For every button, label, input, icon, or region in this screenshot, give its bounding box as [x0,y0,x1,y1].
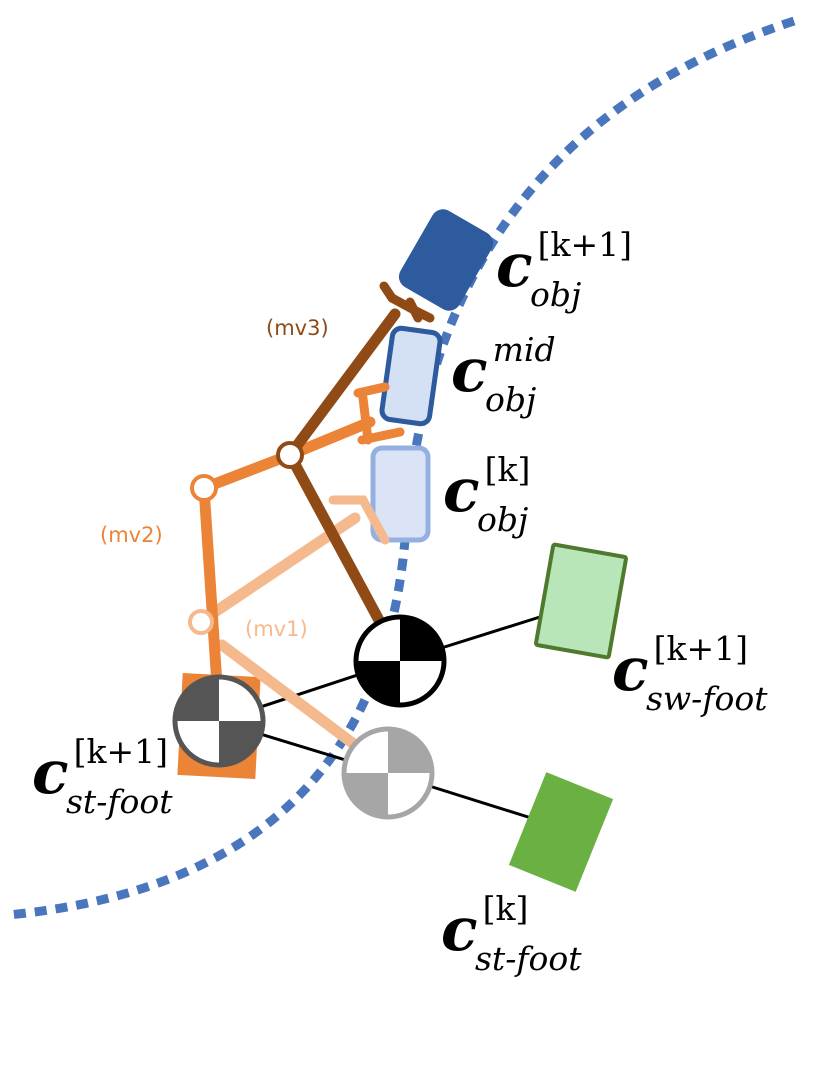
arm-mv3 [284,281,435,628]
com-marker-st-foot-next [172,674,266,768]
joint-mv3-elbow [276,441,304,469]
label-c-st-foot-next: c [k+1] st-foot [32,732,173,821]
sw-foot-next-rect [534,542,628,660]
arm-mv2 [198,382,405,706]
joint-mv2-elbow [190,474,218,502]
st-foot-current-rect [508,772,614,892]
joint-mv1-elbow [188,609,214,635]
object-current-rect [370,445,431,543]
object-mid-rect [379,325,443,427]
object-next-rect [398,209,494,311]
label-c-obj-next: c [k+1] obj [496,225,637,314]
label-mv3: (mv3) [266,316,329,340]
label-c-sw-foot-next: c [k+1] sw-foot [612,629,768,718]
label-mv2: (mv2) [100,523,163,547]
com-marker-current [353,614,447,708]
label-c-st-foot-current: c [k] st-foot [441,889,582,978]
label-mv1: (mv1) [245,617,308,641]
label-c-obj-mid: c mid obj [451,330,561,419]
com-marker-prev [341,726,435,820]
label-c-obj-current: c [k] obj [443,450,535,539]
